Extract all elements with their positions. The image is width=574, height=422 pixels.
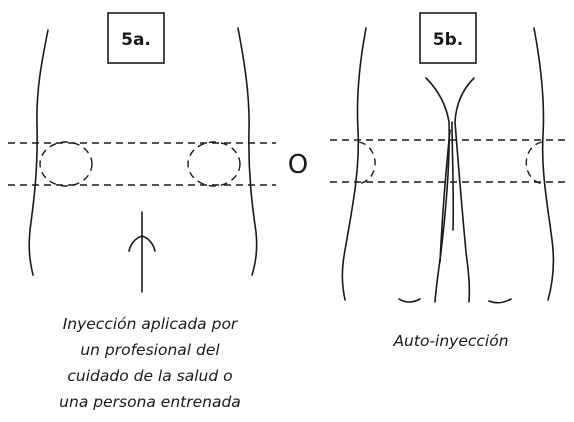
injection-site-right-thigh [525,141,543,185]
injection-site-left-thigh [358,141,376,185]
panel-5a-label: 5a. [121,30,151,50]
panel-5a: 5a. Inyección aplicada por un profesiona… [8,12,276,411]
inner-thigh-right [454,77,475,303]
inner-thigh-shadow [439,129,451,263]
gluteal-curve-left [128,235,143,252]
left-side-outline [28,29,49,276]
panel-5a-label-box [107,12,165,64]
panel-5b: 5b. Auto-inyección [330,12,566,350]
injection-site-right [187,141,241,187]
inner-thigh-left [425,77,450,303]
injection-site-left [39,141,93,187]
right-side-outline [237,27,258,276]
knee-mark-right [488,298,512,304]
inner-thigh-crease [451,121,455,231]
right-thigh-outline [533,27,555,301]
panel-5a-caption-line-1: Inyección aplicada por [63,315,239,333]
panel-5a-caption-line-3: cuidado de la salud o [67,367,232,385]
gluteal-curve-right [141,235,156,252]
knee-mark-left [398,298,421,303]
panel-5a-caption-line-2: un profesional del [80,341,220,359]
panel-5a-caption-line-4: una persona entrenada [59,393,241,411]
or-separator: O [288,150,308,180]
panel-5b-caption-line-1: Auto-inyección [392,332,508,350]
left-thigh-outline [341,27,367,301]
panel-5b-label-box [419,12,477,64]
panel-5b-label: 5b. [433,30,463,50]
